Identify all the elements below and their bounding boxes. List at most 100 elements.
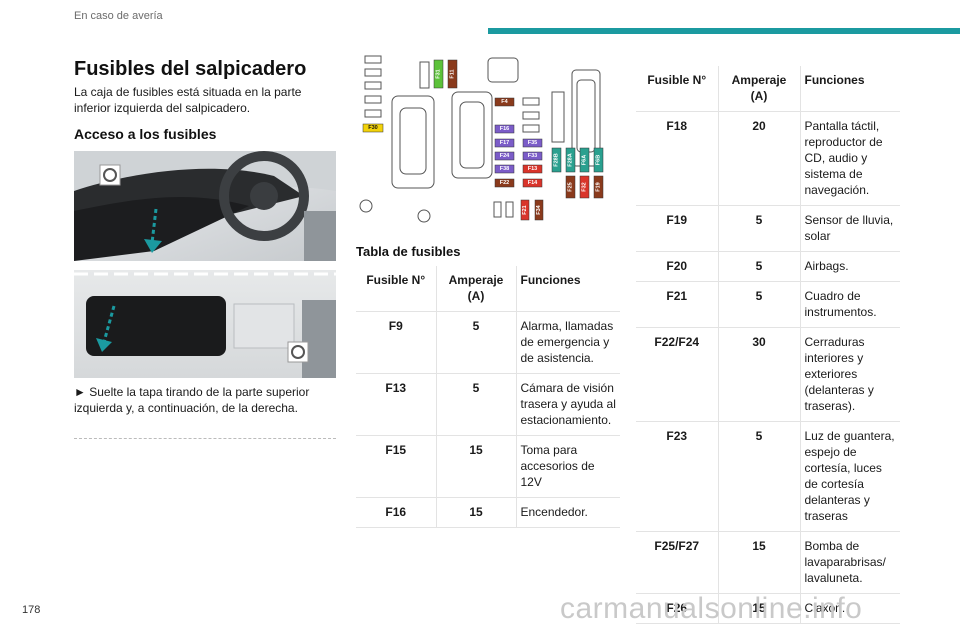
fuse-label: F32 bbox=[582, 182, 588, 191]
fuse-f19: F19 bbox=[593, 175, 604, 199]
function-cell: Cerraduras interiores y exteriores (dela… bbox=[800, 327, 900, 422]
dashboard-photo bbox=[74, 151, 336, 261]
fuse-label: F28A bbox=[568, 153, 574, 166]
fuse-f38: F38 bbox=[494, 164, 515, 174]
function-cell: Alarma, llamadas de emergencia y de asis… bbox=[516, 311, 620, 374]
function-cell: Toma para accesorios de 12V bbox=[516, 435, 620, 498]
fuse-label: F16 bbox=[500, 126, 509, 132]
header-accent-bar bbox=[488, 28, 960, 34]
fuse-f21: F21 bbox=[520, 199, 530, 221]
fuse-f34: F34 bbox=[534, 199, 544, 221]
fuse-f24: F24 bbox=[494, 151, 515, 161]
amp-cell: 20 bbox=[718, 111, 801, 206]
amp-cell: 5 bbox=[718, 281, 801, 328]
fuse-label: F17 bbox=[500, 140, 509, 146]
fuse-f25: F25 bbox=[565, 175, 576, 199]
fuse-f35: F35 bbox=[522, 138, 543, 148]
fuse-label: F11 bbox=[450, 69, 456, 78]
watermark: carmanualsonline.info bbox=[560, 592, 863, 625]
fuse-label: F30 bbox=[368, 125, 377, 131]
fuse-cell: F23 bbox=[636, 421, 719, 532]
intro-text: La caja de fusibles está situada en la p… bbox=[74, 85, 302, 115]
amp-cell: 5 bbox=[718, 205, 801, 252]
fuse-f31: F31 bbox=[433, 59, 444, 89]
fuse-label: F31 bbox=[436, 69, 442, 78]
fuse-label: F21 bbox=[522, 205, 528, 214]
section-label: En caso de avería bbox=[74, 10, 163, 22]
fuse-f11: F11 bbox=[447, 59, 458, 89]
fuse-label: F13 bbox=[528, 166, 537, 172]
fuse-f6a: F6A bbox=[579, 147, 590, 173]
fuse-label: F38 bbox=[500, 166, 509, 172]
fuse-label: F28B bbox=[554, 153, 560, 166]
fuse-label: F6A bbox=[582, 155, 588, 165]
fuse-f17: F17 bbox=[494, 138, 515, 148]
function-cell: Sensor de lluvia, solar bbox=[800, 205, 900, 252]
function-cell: Cámara de visión trasera y ayuda al esta… bbox=[516, 373, 620, 436]
fuse-cell: F16 bbox=[356, 497, 437, 528]
fuse-table-heading: Tabla de fusibles bbox=[356, 244, 461, 259]
function-cell: Encendedor. bbox=[516, 497, 620, 528]
fuse-label: F25 bbox=[568, 182, 574, 191]
fuse-f13: F13 bbox=[522, 164, 543, 174]
fuse-f14: F14 bbox=[522, 178, 543, 188]
fuse-f28a: F28A bbox=[565, 147, 576, 173]
fuse-cell: F9 bbox=[356, 311, 437, 374]
fuse-cell: F20 bbox=[636, 251, 719, 282]
col-amp: Amperaje (A) bbox=[436, 266, 517, 312]
amp-cell: 30 bbox=[718, 327, 801, 422]
fuse-label: F19 bbox=[596, 182, 602, 191]
amp-cell: 5 bbox=[436, 373, 517, 436]
fuse-cell: F18 bbox=[636, 111, 719, 206]
amp-cell: 5 bbox=[436, 311, 517, 374]
col-fuse: Fusible N° bbox=[636, 66, 719, 112]
fuse-f33: F33 bbox=[522, 151, 543, 161]
fuse-cell: F15 bbox=[356, 435, 437, 498]
function-cell: Cuadro de instrumentos. bbox=[800, 281, 900, 328]
fuse-f28b: F28B bbox=[551, 147, 562, 173]
access-instruction: ► Suelte la tapa tirando de la parte sup… bbox=[74, 385, 310, 415]
function-cell: Claxon. bbox=[800, 593, 900, 624]
amp-cell: 15 bbox=[436, 497, 517, 528]
fuse-f4: F4 bbox=[494, 97, 515, 107]
function-cell: Pantalla táctil, reproductor de CD, audi… bbox=[800, 111, 900, 206]
function-cell: Bomba de lavaparabrisas/ lavaluneta. bbox=[800, 531, 900, 594]
amp-cell: 15 bbox=[436, 435, 517, 498]
fuse-cell: F19 bbox=[636, 205, 719, 252]
amp-cell: 5 bbox=[718, 421, 801, 532]
fuse-cell: F21 bbox=[636, 281, 719, 328]
fuse-cell: F22/F24 bbox=[636, 327, 719, 422]
fuse-label: F35 bbox=[528, 140, 537, 146]
page-number: 178 bbox=[22, 604, 41, 616]
col-functions: Funciones bbox=[800, 66, 900, 112]
fuse-f6b: F6B bbox=[593, 147, 604, 173]
fuse-label: F4 bbox=[501, 99, 508, 105]
page-title: Fusibles del salpicadero bbox=[74, 58, 307, 80]
divider bbox=[74, 438, 336, 439]
col-fuse: Fusible N° bbox=[356, 266, 437, 312]
function-cell: Luz de guantera, espejo de cortesía, luc… bbox=[800, 421, 900, 532]
amp-cell: 15 bbox=[718, 593, 801, 624]
col-functions: Funciones bbox=[516, 266, 620, 312]
function-cell: Airbags. bbox=[800, 251, 900, 282]
access-heading: Acceso a los fusibles bbox=[74, 126, 217, 142]
fuse-cell: F25/F27 bbox=[636, 531, 719, 594]
fuse-label: F34 bbox=[536, 204, 542, 214]
fuse-label: F14 bbox=[528, 180, 538, 186]
fuse-label: F22 bbox=[500, 180, 509, 186]
fuse-cell: F13 bbox=[356, 373, 437, 436]
